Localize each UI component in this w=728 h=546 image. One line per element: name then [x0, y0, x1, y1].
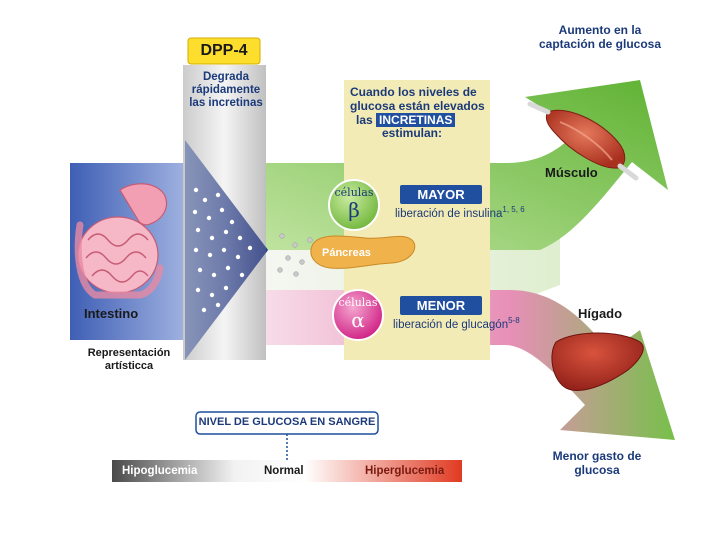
muscle-illustration	[527, 101, 639, 181]
dpp4-desc-line: rápidamente	[191, 84, 261, 97]
liver-illustration	[551, 332, 644, 391]
beta-symbol: β	[348, 198, 360, 222]
callout-line: Cuando los niveles de	[350, 85, 477, 99]
glucagon-release: liberación de glucagón5-8	[393, 316, 520, 332]
callout-line: glucosa están elevados	[350, 98, 485, 113]
representation-note: Representación artísticca	[70, 347, 188, 372]
output-line: Menor gasto de	[552, 449, 642, 463]
output-line: glucosa	[574, 462, 620, 477]
insulin-release: liberación de insulina1, 5, 6	[395, 205, 525, 221]
dpp4-desc-line: Degrada	[202, 71, 250, 83]
callout-prefix: las	[356, 112, 373, 127]
mayor-badge: MAYOR	[400, 185, 482, 204]
menor-badge: MENOR	[400, 296, 482, 315]
muscle-label: Músculo	[545, 165, 598, 180]
glucagon-text: liberación de glucagón	[393, 319, 509, 331]
intestine-illustration	[74, 183, 168, 299]
dpp4-desc-line: las incretinas	[189, 97, 263, 110]
hyperglycemia-label: Hiperglucemia	[365, 465, 445, 477]
callout-line: estimulan:	[382, 126, 443, 141]
intestine-label: Intestino	[84, 306, 139, 321]
dpp4-badge	[187, 37, 261, 65]
representation-line: artísticca	[104, 359, 154, 372]
normal-label: Normal	[264, 465, 304, 477]
insulin-refs: 1, 5, 6	[502, 205, 525, 215]
representation-line: Representación	[87, 347, 171, 359]
incretin-dots	[192, 187, 253, 313]
pancreas-label: Páncreas	[322, 247, 371, 259]
output-caption: Menor gasto de glucosa	[532, 449, 662, 478]
callout-text: Cuando los niveles de glucosa están elev…	[350, 85, 485, 141]
liver-label: Hígado	[578, 306, 623, 321]
alpha-cell-circle	[332, 289, 384, 341]
glucose-scale-bar	[112, 460, 462, 482]
beta-cell-circle	[328, 179, 380, 231]
glucose-scale-title: NIVEL DE GLUCOSA EN SANGRE	[198, 416, 376, 428]
pancreas-shape	[310, 235, 416, 269]
dpp4-title: DPP-4	[200, 42, 248, 59]
alpha-symbol: α	[351, 308, 365, 332]
glucagon-refs: 5-8	[508, 316, 520, 326]
beta-cell-word: células	[334, 186, 374, 199]
uptake-line: captación de glucosa	[538, 36, 662, 51]
insulin-text: liberación de insulina	[395, 208, 503, 220]
alpha-cell-word: células	[338, 296, 378, 309]
uptake-caption: Aumento en la captación de glucosa	[520, 23, 680, 52]
dpp4-description: Degrada rápidamente las incretinas	[180, 71, 272, 111]
hypoglycemia-label: Hipoglucemia	[122, 465, 198, 477]
uptake-line: Aumento en la	[558, 23, 642, 37]
released-dots	[277, 233, 313, 277]
incretinas-highlight: INCRETINAS	[376, 112, 456, 127]
callout-line: las INCRETINAS	[350, 112, 485, 128]
